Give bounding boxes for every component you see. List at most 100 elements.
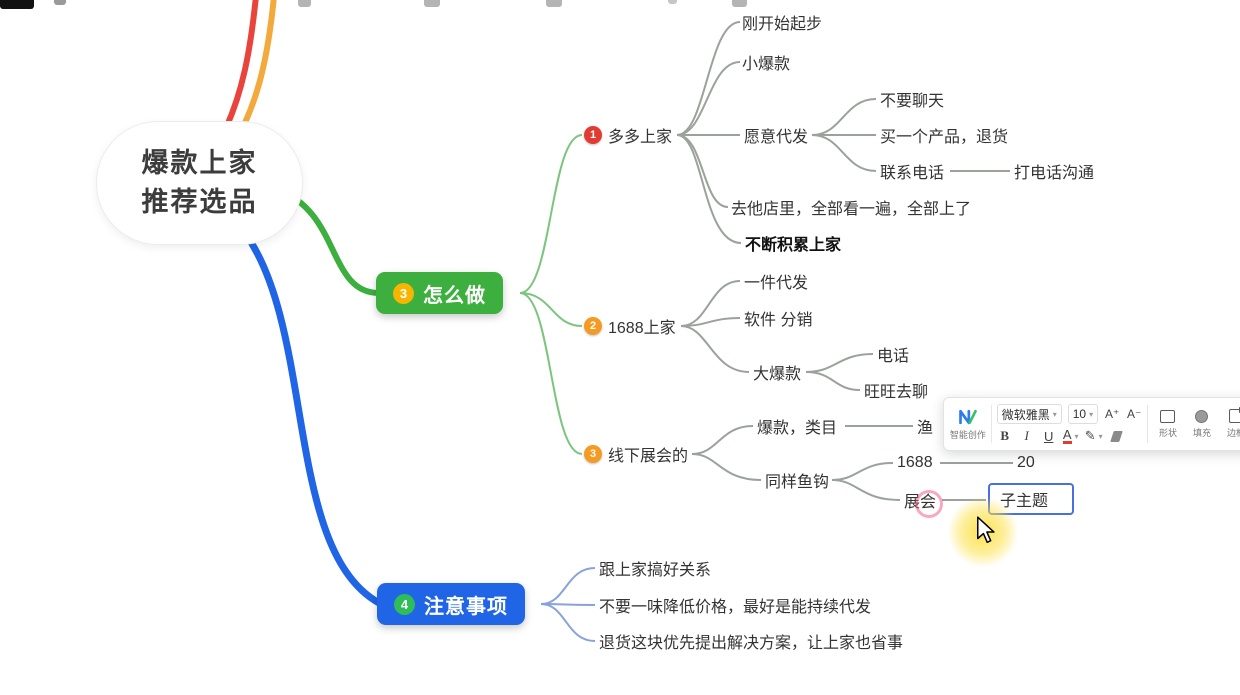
connector (691, 453, 762, 481)
cropped-toolbar-fragment (54, 0, 66, 5)
chevron-down-icon: ▾ (1052, 409, 1057, 419)
connector (676, 61, 741, 136)
style-tools: 形状 填充 边框 (1151, 401, 1240, 447)
laser-highlight-ring (915, 490, 943, 518)
border-label: 边框 (1226, 428, 1240, 438)
topic-node[interactable]: 爆款，类目 (757, 420, 838, 437)
cropped-toolbar-fragment (546, 0, 562, 7)
connector (680, 325, 750, 373)
topic-node[interactable]: 渔 (917, 420, 934, 437)
font-controls: 微软雅黑 ▾ 10 ▾ A⁺ A⁻ B I U A ▾ ✎ (995, 401, 1144, 447)
fill-label: 填充 (1192, 427, 1211, 438)
subtopic-label: 线下展会的 (608, 448, 689, 465)
shape-tool[interactable]: 形状 (1154, 409, 1182, 439)
shape-icon (1160, 409, 1176, 423)
subtopic-label: 1688上家 (608, 320, 676, 337)
branch-badge: 4 (394, 593, 415, 615)
branch-badge: 3 (393, 282, 414, 304)
subtopic-badge: 3 (584, 445, 602, 463)
topic-node[interactable]: 一件代发 (744, 275, 809, 292)
connector (831, 479, 901, 501)
font-color-button[interactable]: A ▾ (1062, 428, 1079, 444)
topic-node[interactable]: 电话 (877, 348, 910, 365)
topic-node[interactable]: 打电话沟通 (1014, 165, 1095, 182)
floating-format-toolbar: 智能创作 微软雅黑 ▾ 10 ▾ A⁺ A⁻ B I U (943, 397, 1240, 451)
topic-node[interactable]: 20 (1017, 454, 1035, 471)
connector (811, 98, 877, 136)
topic-node[interactable]: 小爆款 (742, 56, 791, 73)
topic-node[interactable]: 不要一味降低价格，最好是能持续代发 (599, 599, 872, 616)
pen-icon: ✎ (1084, 428, 1096, 443)
connector (519, 292, 583, 455)
topic-node[interactable]: 不要聊天 (880, 93, 945, 110)
italic-button[interactable]: I (1024, 428, 1029, 443)
connector (811, 134, 877, 172)
central-topic-line2: 推荐选品 (141, 187, 258, 217)
font-decrease-button[interactable]: A⁻ (1126, 407, 1142, 421)
branch-curve-yellow (237, 0, 277, 136)
connector (519, 134, 583, 294)
connector (519, 292, 583, 327)
topic-node[interactable]: 买一个产品，退货 (880, 129, 1009, 146)
central-topic[interactable]: 爆款上家 推荐选品 (97, 122, 302, 244)
chevron-down-icon: ▾ (1074, 431, 1079, 441)
topic-node[interactable]: 软件 分销 (744, 312, 813, 329)
ai-create-button[interactable]: 智能创作 (948, 401, 988, 447)
shape-label: 形状 (1158, 427, 1177, 438)
chevron-down-icon: ▾ (1089, 409, 1094, 419)
topic-node[interactable]: 同样鱼钩 (765, 474, 830, 491)
connector (676, 134, 729, 208)
fill-icon (1195, 409, 1209, 423)
border-tool[interactable]: 边框 (1222, 407, 1240, 439)
topic-node[interactable]: 联系电话 (880, 165, 945, 182)
font-family-value: 微软雅黑 (1001, 407, 1050, 422)
subtopic-badge: 2 (584, 317, 602, 335)
topic-node[interactable]: 1688 (897, 454, 933, 471)
connector (676, 134, 742, 244)
branch-node-how[interactable]: 3 怎么做 (376, 272, 503, 314)
toolbar-divider (1147, 405, 1148, 443)
connector (805, 371, 861, 391)
branch-label: 注意事项 (424, 595, 508, 618)
toolbar-divider (990, 405, 992, 443)
topic-node[interactable]: 大爆款 (753, 366, 802, 383)
cropped-toolbar-fragment (668, 0, 677, 4)
font-increase-button[interactable]: A⁺ (1104, 407, 1120, 421)
connector (831, 462, 894, 481)
connector (540, 567, 596, 605)
font-family-select[interactable]: 微软雅黑 ▾ (996, 404, 1062, 424)
cropped-toolbar-fragment (0, 0, 34, 9)
topic-node[interactable]: 跟上家搞好关系 (599, 562, 712, 579)
ai-create-label: 智能创作 (949, 429, 986, 440)
topic-node[interactable]: 刚开始起步 (742, 16, 823, 33)
font-size-value: 10 (1072, 407, 1087, 421)
branch-label: 怎么做 (423, 284, 486, 307)
fill-tool[interactable]: 填充 (1188, 409, 1216, 439)
chevron-down-icon: ▾ (1098, 431, 1103, 441)
subtopic-node-1688[interactable]: 2 1688上家 (584, 314, 676, 338)
connector (680, 280, 741, 327)
connector (691, 425, 754, 455)
subtopic-badge: 1 (584, 126, 602, 144)
underline-button[interactable]: U (1044, 428, 1054, 444)
topic-node[interactable]: 退货这块优先提出解决方案，让上家也省事 (599, 635, 904, 652)
topic-node[interactable]: 旺旺去聊 (864, 384, 929, 401)
topic-node[interactable]: 愿意代发 (744, 129, 809, 146)
editing-topic-text: 子主题 (1000, 493, 1049, 510)
branch-curve-red (223, 0, 259, 131)
subtopic-node-duoduo[interactable]: 1 多多上家 (584, 123, 672, 147)
topic-node[interactable]: 去他店里，全部看一遍，全部上了 (731, 201, 972, 218)
cropped-toolbar-fragment (298, 0, 311, 7)
font-size-select[interactable]: 10 ▾ (1067, 404, 1099, 424)
connector (540, 603, 596, 642)
connector (805, 353, 874, 373)
bold-button[interactable]: B (1000, 428, 1010, 443)
cropped-toolbar-fragment (732, 0, 747, 7)
highlight-pen-button[interactable]: ✎ ▾ (1085, 428, 1103, 444)
subtopic-node-expo[interactable]: 3 线下展会的 (584, 442, 688, 466)
ai-logo-icon (959, 409, 977, 424)
format-painter-button[interactable] (1109, 430, 1125, 442)
branch-node-notes[interactable]: 4 注意事项 (377, 583, 525, 625)
topic-node[interactable]: 不断积累上家 (745, 237, 842, 254)
